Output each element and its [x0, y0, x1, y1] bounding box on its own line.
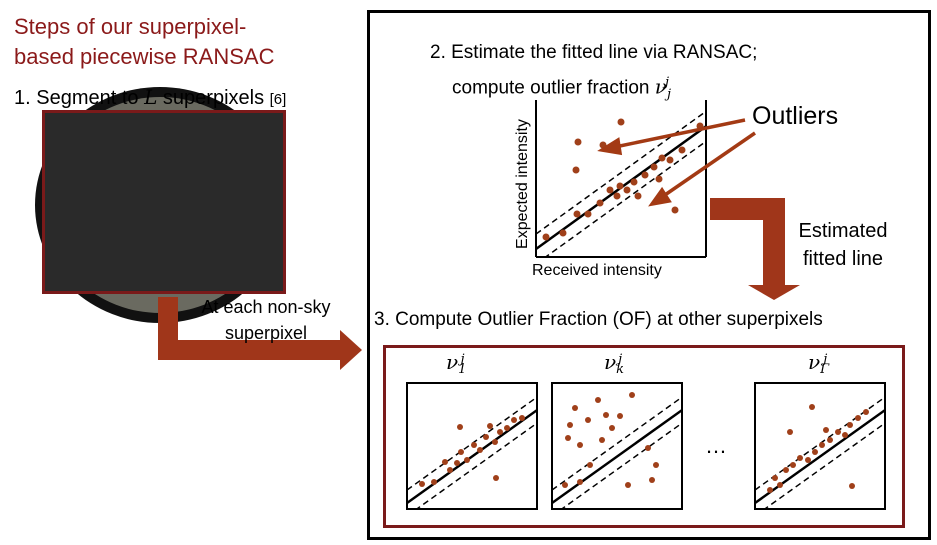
arrow-label-line-2: superpixel	[224, 323, 308, 343]
panel-gamma-sup: j	[823, 351, 828, 367]
panel-gamma-label: νΓj	[808, 350, 830, 378]
panel-1-nu: ν	[446, 350, 459, 374]
nu-superscript: j	[664, 75, 669, 90]
subplot-gamma	[754, 382, 886, 510]
estimated-fitted-line-label: Estimated fitted line	[778, 217, 908, 273]
estimated-line-1: Estimated	[798, 220, 888, 242]
title-line-1: Steps of our superpixel-	[14, 14, 247, 39]
superpixel-arrow	[158, 297, 362, 370]
panel-k-label: νkj	[604, 350, 625, 378]
panel-k-sub: k	[616, 362, 625, 378]
panel-gamma-sub: Γ	[820, 362, 830, 378]
y-axis-label: Expected intensity	[514, 119, 531, 249]
step-1-label: 1. Segment to L superpixels [6]	[14, 85, 286, 110]
step-2-line-1: 2. Estimate the fitted line via RANSAC;	[430, 42, 758, 63]
step-1-var: L	[144, 85, 158, 109]
nu-symbol: ν	[654, 74, 667, 99]
slide-title: Steps of our superpixel- based piecewise…	[14, 12, 274, 72]
step-3-label: 3. Compute Outlier Fraction (OF) at othe…	[374, 309, 823, 330]
subplots-frame	[383, 345, 905, 528]
panel-k-nu: ν	[604, 350, 617, 374]
panel-1-sup: j	[460, 351, 465, 367]
arrow-label: At each non-sky superpixel	[176, 294, 356, 346]
subplot-k	[551, 382, 683, 510]
ellipsis: …	[705, 433, 730, 458]
citation: [6]	[269, 91, 287, 108]
step-2-label: 2. Estimate the fitted line via RANSAC; …	[430, 38, 850, 110]
step-2-line-2: compute outlier fraction	[452, 77, 655, 99]
outliers-label: Outliers	[752, 102, 839, 130]
photo-frame	[42, 110, 286, 294]
main-panel	[367, 10, 931, 540]
estimated-line-arrow	[710, 198, 800, 300]
nu-subscript: j	[666, 87, 671, 103]
step-1-suffix: superpixels	[157, 87, 265, 109]
arrow-label-line-1: At each non-sky	[201, 297, 331, 317]
outlier-arrows	[597, 118, 756, 207]
title-line-2: based piecewise RANSAC	[14, 44, 275, 69]
step-1-prefix: 1. Segment to	[14, 87, 145, 109]
estimated-line-2: fitted line	[802, 248, 884, 270]
main-plot-points	[542, 118, 704, 241]
panel-gamma-nu: ν	[808, 350, 821, 374]
subplot-1	[406, 382, 538, 510]
panel-1-label: ν1j	[446, 350, 467, 378]
ransac-plot	[535, 100, 707, 258]
panel-1-sub: 1	[458, 362, 467, 378]
x-axis-label: Received intensity	[532, 262, 662, 279]
panel-k-sup: j	[618, 351, 623, 367]
